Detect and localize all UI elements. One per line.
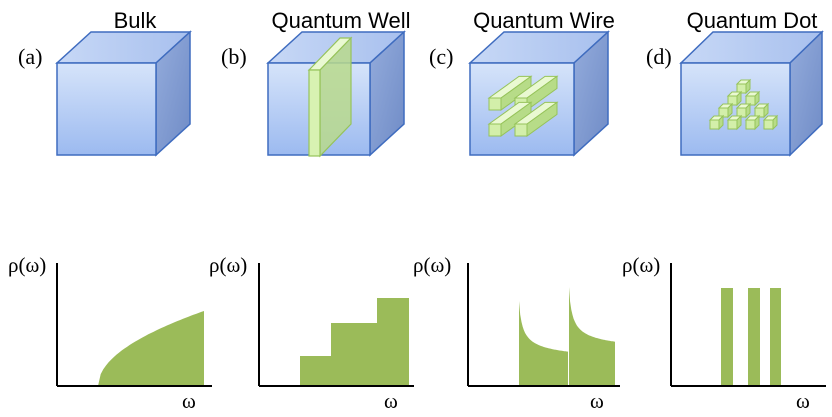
quantum-dot-10 [762,114,779,131]
well-cube [266,30,406,158]
cube-front-face [680,62,791,156]
quantum-dot-4 [717,102,734,119]
quantum-dot-2 [726,90,743,107]
panel-quantum-dot: Quantum Dot (d) ρ(ω) ω [622,8,826,413]
quantum-wire-rods [487,75,559,137]
panel-title: Quantum Well [272,8,411,33]
quantum-dot-8 [726,114,743,131]
dos-plot-bulk: ρ(ω) ω [8,253,212,413]
dos-delta-line-1 [721,288,733,386]
panel-letter: (d) [646,44,672,69]
wire-cube [468,30,610,157]
quantum-dot-6 [753,102,770,119]
panel-title: Bulk [114,8,158,33]
quantum-dot-1 [735,78,752,95]
cube-front-face [56,62,157,156]
quantum-dot-7 [708,114,725,131]
y-axis-label: ρ(ω) [209,253,247,277]
dos-sqrt-curve [98,311,204,386]
wire-rod-1 [487,75,533,111]
dos-delta-line-2 [748,288,760,386]
wire-rod-3 [487,101,533,137]
bulk-cube [55,30,192,157]
dos-delta-line-3 [770,288,781,386]
x-axis-label: ω [384,389,398,412]
panel-title: Quantum Dot [687,8,818,33]
dos-plot-dot: ρ(ω) ω [622,253,826,413]
quantum-dot-3 [744,90,761,107]
quantum-well-slab [307,36,353,158]
y-axis-label: ρ(ω) [8,253,46,277]
panel-letter: (c) [429,44,453,69]
panel-quantum-wire: Quantum Wire (c) ρ(ω) ω [413,8,620,413]
quantum-dot-cluster [708,78,779,131]
dos-delta-lines [721,288,781,386]
dos-plot-well: ρ(ω) ω [209,253,414,413]
panel-title: Quantum Wire [473,8,615,33]
panel-letter: (a) [18,44,42,69]
x-axis-label: ω [590,389,604,412]
panel-bulk: Bulk (a) ρ(ω) ω [8,8,212,413]
dos-step-function [300,298,409,386]
quantum-dot-5 [735,102,752,119]
dos-inverse-sqrt-peaks [519,287,615,386]
dos-plot-wire: ρ(ω) ω [413,253,620,413]
panel-quantum-well: Quantum Well (b) ρ(ω) ω [209,8,414,413]
x-axis-label: ω [796,389,810,412]
y-axis-label: ρ(ω) [413,253,451,277]
x-axis-label: ω [182,389,196,412]
wire-rod-4 [513,101,559,137]
dot-cube [679,30,824,157]
panel-letter: (b) [221,44,247,69]
y-axis-label: ρ(ω) [622,253,660,277]
quantum-dot-9 [744,114,761,131]
